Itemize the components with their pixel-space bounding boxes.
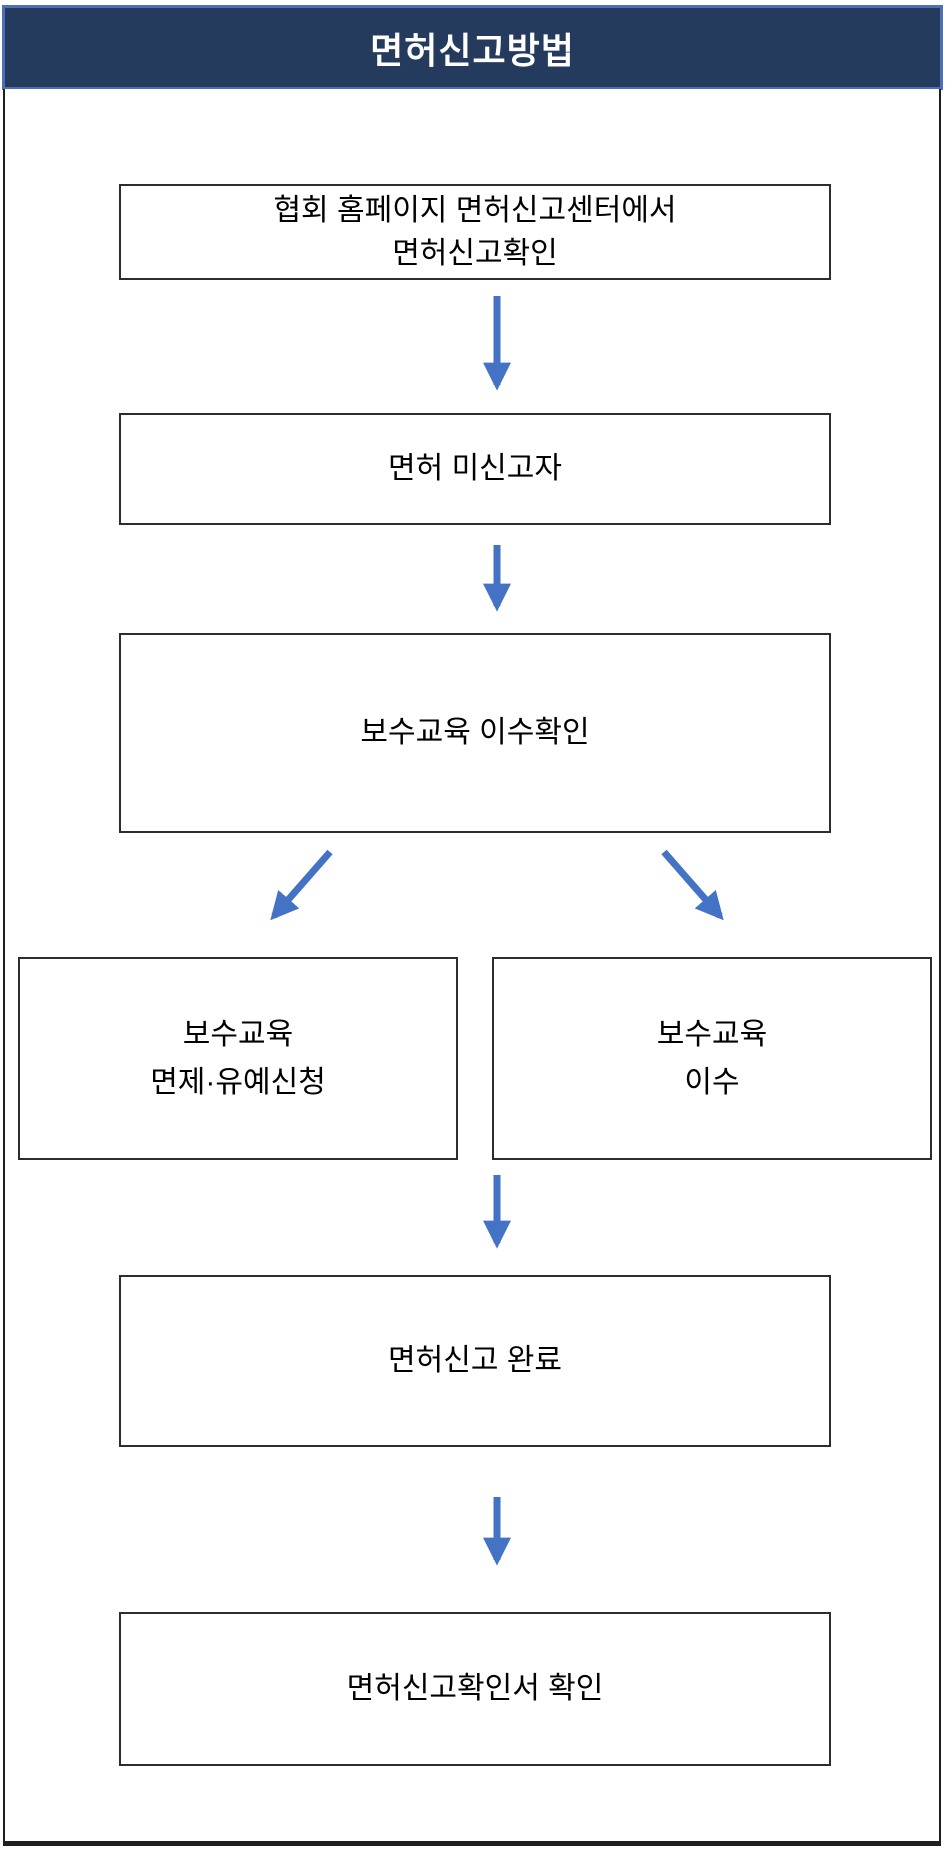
- flow-box-education-completion: 보수교육 이수: [492, 957, 932, 1160]
- flow-box-text: 이수: [684, 1065, 740, 1099]
- flow-box-certificate-check: 면허신고확인서 확인: [119, 1612, 831, 1766]
- flow-box-exemption-deferral-request: 보수교육 면제·유예신청: [18, 957, 458, 1160]
- flow-box-text: 면허신고 완료: [388, 1344, 562, 1378]
- flow-box-text: 면허신고확인서 확인: [346, 1672, 604, 1706]
- flow-box-text: 협회 홈페이지 면허신고센터에서: [273, 193, 677, 227]
- flow-box-report-complete: 면허신고 완료: [119, 1275, 831, 1447]
- flow-box-text: 면허신고확인: [392, 237, 558, 270]
- flow-box-unreported-person: 면허 미신고자: [119, 413, 831, 525]
- flow-box-continuing-education-check: 보수교육 이수확인: [119, 633, 831, 833]
- title-bar: 면허신고방법: [2, 5, 943, 90]
- flow-box-text: 보수교육: [656, 1017, 768, 1051]
- flow-box-text: 면허 미신고자: [388, 452, 562, 486]
- page-title: 면허신고방법: [370, 29, 575, 71]
- flow-box-text: 보수교육 이수확인: [360, 716, 590, 750]
- flow-box-license-report-check: 협회 홈페이지 면허신고센터에서 면허신고확인: [119, 184, 831, 280]
- flow-box-text: 면제·유예신청: [150, 1065, 326, 1099]
- flow-box-text: 보수교육: [182, 1017, 294, 1051]
